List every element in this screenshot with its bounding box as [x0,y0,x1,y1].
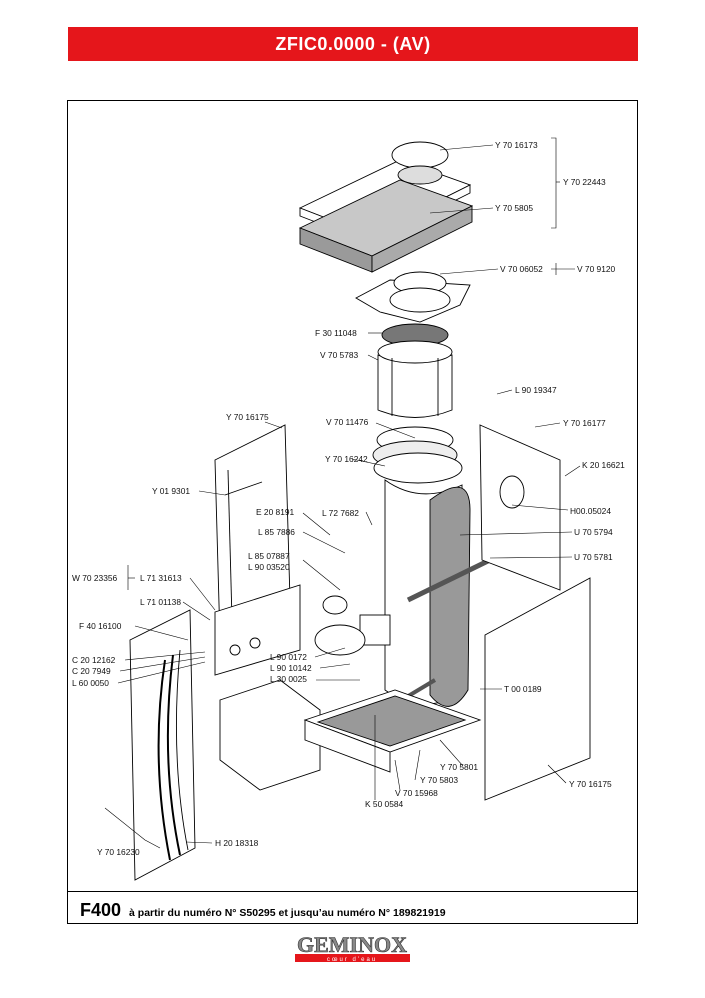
part-label: Y 70 16175 [226,412,269,422]
page-title: ZFIC0.0000 - (AV) [68,27,638,61]
part-label: H 20 18318 [215,838,259,848]
part-label: F 40 16100 [79,621,122,631]
part-label: L 60 0050 [72,678,109,688]
part-label: L 90 03520 [248,562,290,572]
part-label: L 90 0172 [270,652,307,662]
part-label: U 70 5794 [574,527,613,537]
serial-range: à partir du numéro N° S50295 et jusqu’au… [129,907,446,919]
part-label: C 20 7949 [72,666,111,676]
part-label: Y 70 5803 [420,775,458,785]
diagram-frame: F400 à partir du numéro N° S50295 et jus… [67,100,638,924]
model-number: F400 [80,900,122,920]
part-label: L 71 31613 [140,573,182,583]
part-label: L 85 7886 [258,527,295,537]
right-rear-panel [479,424,561,591]
part-label: V 70 9120 [577,264,616,274]
part-label: Y 70 22443 [563,177,606,187]
part-label: Y 70 16173 [495,140,538,150]
part-label: Y 70 5801 [440,762,478,772]
front-door [129,609,196,881]
part-label: K 50 0584 [365,799,404,809]
part-label: H00.05024 [570,506,611,516]
insulation-jacket [429,486,471,707]
part-label: C 20 12162 [72,655,116,665]
part-label: Y 70 16177 [563,418,606,428]
part-label: L 90 10142 [270,663,312,673]
footer-divider [68,891,637,892]
part-label: L 30 0025 [270,674,307,684]
part-label: V 70 15968 [395,788,438,798]
base-insulation [316,695,467,747]
part-label: K 20 16621 [582,460,625,470]
part-label: L 90 19347 [515,385,557,395]
part-label: L 72 7682 [322,508,359,518]
svg-text:GEMINOX: GEMINOX [297,932,407,957]
footer: F400 à partir du numéro N° S50295 et jus… [80,900,446,921]
part-label: V 70 06052 [500,264,543,274]
part-label: Y 70 5805 [495,203,533,213]
burner-fan [219,679,321,791]
part-label: F 30 11048 [315,328,357,338]
part-label: L 71 01138 [140,597,181,607]
geminox-logo: GEMINOX cœur d’eau [295,932,410,963]
part-label: Y 70 16242 [325,454,368,464]
part-label: U 70 5781 [574,552,613,562]
part-label: W 70 23356 [72,573,118,583]
control-box [214,584,301,676]
part-label: T 00 0189 [504,684,542,694]
part-label: V 70 11476 [326,417,369,427]
leader-lines [104,137,581,849]
svg-text:cœur d’eau: cœur d’eau [327,957,377,963]
part-label: Y 70 16230 [97,847,140,857]
part-label: L 85 07887 [248,551,290,561]
part-label: V 70 5783 [320,350,359,360]
part-label: E 20 8191 [256,507,295,517]
right-side-panel [484,577,591,801]
part-label: Y 70 16175 [569,779,612,789]
part-label: Y 01 9301 [152,486,190,496]
